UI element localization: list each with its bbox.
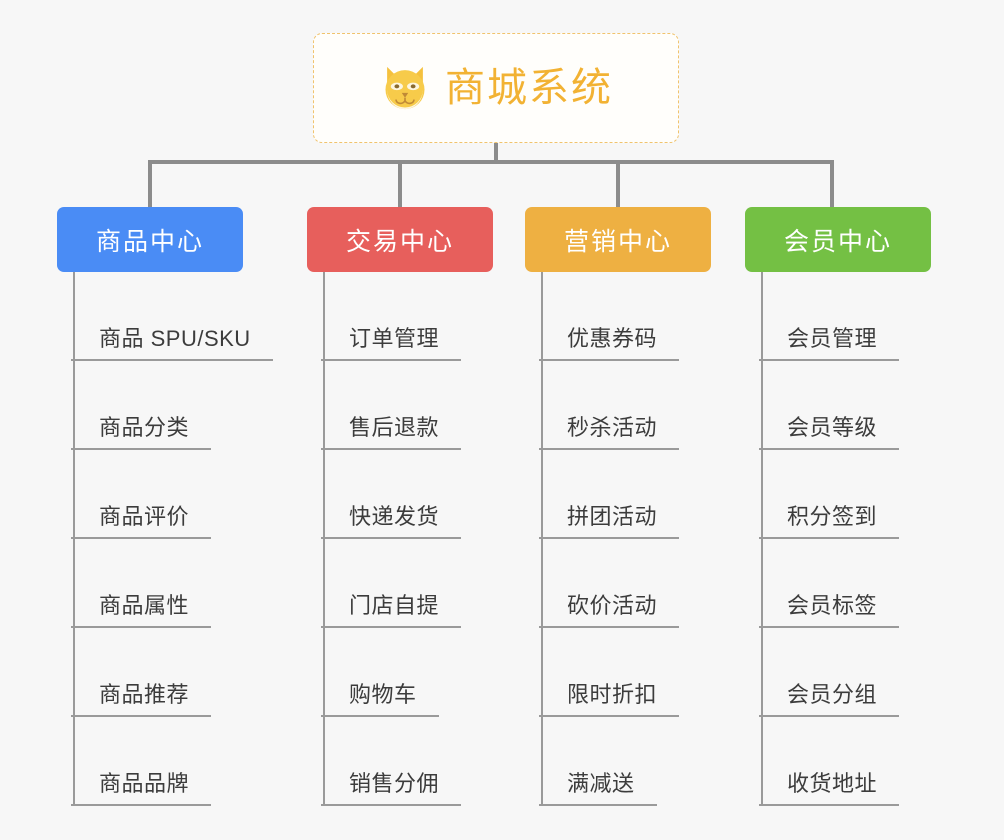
branch-column-2: 交易中心 订单管理 售后退款 快递发货 门店自提 购物车 销售分佣 <box>307 207 493 806</box>
leaf-item[interactable]: 商品属性 <box>71 539 273 628</box>
leaf-label: 会员等级 <box>787 415 878 440</box>
branch-spine-3 <box>541 272 543 806</box>
leaf-label: 砍价活动 <box>567 593 658 618</box>
leaf-item[interactable]: 商品 SPU/SKU <box>71 272 273 361</box>
leaf-list-3: 优惠券码 秒杀活动 拼团活动 砍价活动 限时折扣 满减送 <box>539 272 711 806</box>
leaf-label: 限时折扣 <box>567 682 658 707</box>
leaf-label: 拼团活动 <box>567 504 658 529</box>
category-label-2: 交易中心 <box>345 227 454 256</box>
branch-column-1: 商品中心 商品 SPU/SKU 商品分类 商品评价 商品属性 商品推荐 商品品牌 <box>57 207 273 806</box>
branch-spine-4 <box>761 272 763 806</box>
leaf-item[interactable]: 会员等级 <box>759 361 931 450</box>
branch-column-3: 营销中心 优惠券码 秒杀活动 拼团活动 砍价活动 限时折扣 满减送 <box>525 207 711 806</box>
leaf-label: 门店自提 <box>349 593 440 618</box>
root-node[interactable]: 商城系统 <box>313 33 679 143</box>
leaf-label: 会员分组 <box>787 682 878 707</box>
leaf-item[interactable]: 优惠券码 <box>539 272 711 361</box>
leaf-label: 商品属性 <box>99 593 190 618</box>
leaf-item[interactable]: 限时折扣 <box>539 628 711 717</box>
leaf-item[interactable]: 会员管理 <box>759 272 931 361</box>
leaf-label: 优惠券码 <box>567 326 658 351</box>
category-header-1[interactable]: 商品中心 <box>57 207 243 272</box>
branch-column-4: 会员中心 会员管理 会员等级 积分签到 会员标签 会员分组 收货地址 <box>745 207 931 806</box>
leaf-item[interactable]: 订单管理 <box>321 272 493 361</box>
leaf-list-4: 会员管理 会员等级 积分签到 会员标签 会员分组 收货地址 <box>759 272 931 806</box>
leaf-item[interactable]: 快递发货 <box>321 450 493 539</box>
leaf-label: 收货地址 <box>787 771 878 796</box>
leaf-item[interactable]: 积分签到 <box>759 450 931 539</box>
root-label: 商城系统 <box>445 66 613 110</box>
leaf-item[interactable]: 满减送 <box>539 717 711 806</box>
leaf-item[interactable]: 商品分类 <box>71 361 273 450</box>
category-label-4: 会员中心 <box>783 227 892 256</box>
leaf-label: 商品推荐 <box>99 682 190 707</box>
leaf-item[interactable]: 商品推荐 <box>71 628 273 717</box>
leaf-label: 销售分佣 <box>349 771 440 796</box>
leaf-item[interactable]: 商品品牌 <box>71 717 273 806</box>
category-header-2[interactable]: 交易中心 <box>307 207 493 272</box>
leaf-label: 售后退款 <box>349 415 440 440</box>
leaf-item[interactable]: 售后退款 <box>321 361 493 450</box>
leaf-label: 商品品牌 <box>99 771 190 796</box>
connector-drop-1 <box>148 160 152 207</box>
leaf-item[interactable]: 购物车 <box>321 628 493 717</box>
leaf-item[interactable]: 砍价活动 <box>539 539 711 628</box>
leaf-item[interactable]: 门店自提 <box>321 539 493 628</box>
leaf-label: 商品 SPU/SKU <box>99 326 251 351</box>
shiba-dog-icon <box>379 62 431 114</box>
leaf-label: 购物车 <box>349 682 417 707</box>
branch-spine-1 <box>73 272 75 806</box>
connector-drop-4 <box>830 160 834 207</box>
leaf-label: 秒杀活动 <box>567 415 658 440</box>
branch-spine-2 <box>323 272 325 806</box>
leaf-item[interactable]: 拼团活动 <box>539 450 711 539</box>
category-header-3[interactable]: 营销中心 <box>525 207 711 272</box>
leaf-list-1: 商品 SPU/SKU 商品分类 商品评价 商品属性 商品推荐 商品品牌 <box>71 272 273 806</box>
category-header-4[interactable]: 会员中心 <box>745 207 931 272</box>
connector-drop-2 <box>398 160 402 207</box>
leaf-label: 满减送 <box>567 771 635 796</box>
leaf-item[interactable]: 会员标签 <box>759 539 931 628</box>
leaf-item[interactable]: 秒杀活动 <box>539 361 711 450</box>
connector-drop-3 <box>616 160 620 207</box>
connector-horizontal-bus <box>148 160 834 164</box>
category-label-3: 营销中心 <box>563 227 672 256</box>
leaf-item[interactable]: 商品评价 <box>71 450 273 539</box>
leaf-label: 快递发货 <box>349 504 440 529</box>
leaf-item[interactable]: 销售分佣 <box>321 717 493 806</box>
leaf-label: 会员管理 <box>787 326 878 351</box>
leaf-list-2: 订单管理 售后退款 快递发货 门店自提 购物车 销售分佣 <box>321 272 493 806</box>
category-label-1: 商品中心 <box>95 227 204 256</box>
leaf-item[interactable]: 收货地址 <box>759 717 931 806</box>
leaf-label: 订单管理 <box>349 326 440 351</box>
leaf-label: 商品分类 <box>99 415 190 440</box>
leaf-label: 商品评价 <box>99 504 190 529</box>
leaf-label: 积分签到 <box>787 504 878 529</box>
connector-root-stem <box>494 143 498 164</box>
leaf-item[interactable]: 会员分组 <box>759 628 931 717</box>
leaf-label: 会员标签 <box>787 593 878 618</box>
